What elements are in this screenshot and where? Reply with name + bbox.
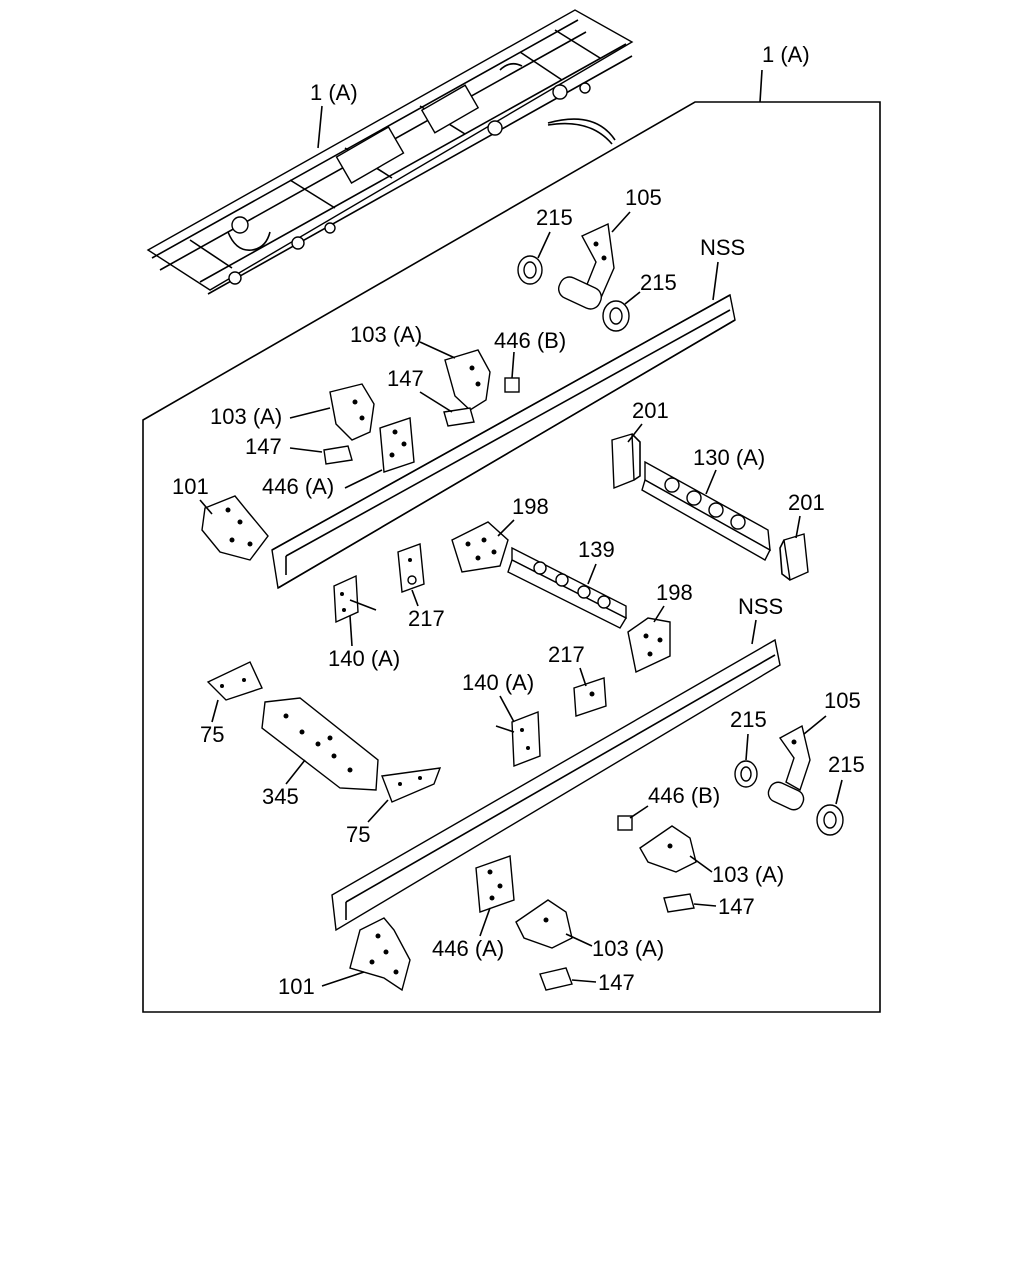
label-198-lower: 198 <box>656 580 693 605</box>
label-105-upper: 105 <box>625 185 662 210</box>
label-446a-upper: 446 (A) <box>262 474 334 499</box>
label-nss-upper: NSS <box>700 235 745 260</box>
bracket-103a-upper-2 <box>329 383 375 441</box>
label-215-upper-right: 215 <box>640 270 677 295</box>
washer-446b-lower <box>617 815 633 831</box>
label-75-lower: 75 <box>346 822 370 847</box>
label-147-lower-2: 147 <box>598 970 635 995</box>
bracket-217-lower <box>573 677 607 717</box>
label-215-lower-right: 215 <box>828 752 865 777</box>
spring-shackle-upper <box>517 222 630 332</box>
label-nss-lower: NSS <box>738 594 783 619</box>
bracket-140a-lower <box>495 710 541 768</box>
spring-shackle-lower <box>734 724 844 836</box>
label-105-lower: 105 <box>824 688 861 713</box>
plate-446a-lower <box>475 855 515 913</box>
crossmember-139 <box>507 546 627 629</box>
label-139: 139 <box>578 537 615 562</box>
label-446b-upper: 446 (B) <box>494 328 566 353</box>
bracket-201-lower <box>779 533 809 582</box>
crossmember-130a <box>641 460 771 561</box>
bracket-75-lower <box>381 767 442 803</box>
bracket-101-upper <box>201 495 269 561</box>
bracket-103a-lower-2 <box>515 899 573 949</box>
label-75-upper: 75 <box>200 722 224 747</box>
label-215-upper-left: 215 <box>536 205 573 230</box>
bracket-140a-upper <box>333 574 377 624</box>
label-147-lower-1: 147 <box>718 894 755 919</box>
label-215-lower-left: 215 <box>730 707 767 732</box>
washer-446b-upper <box>504 377 520 393</box>
label-345: 345 <box>262 784 299 809</box>
bracket-103a-lower-1 <box>639 825 697 873</box>
label-201-lower: 201 <box>788 490 825 515</box>
exploded-view-border <box>142 101 881 1013</box>
label-103a-lower-2: 103 (A) <box>592 936 664 961</box>
side-rail-upper <box>271 293 736 590</box>
label-217-lower: 217 <box>548 642 585 667</box>
bracket-103a-upper-1 <box>444 349 491 411</box>
label-446b-lower: 446 (B) <box>648 783 720 808</box>
pad-147-lower-2 <box>539 967 573 991</box>
bracket-217-upper <box>397 543 425 593</box>
label-assembly-frame: 1 (A) <box>310 80 358 105</box>
bracket-101-lower <box>349 917 411 992</box>
plate-446a-upper <box>379 417 415 473</box>
plate-345 <box>261 697 379 791</box>
label-147-upper-1: 147 <box>387 366 424 391</box>
label-assembly-top: 1 (A) <box>762 42 810 67</box>
label-217-upper: 217 <box>408 606 445 631</box>
label-101-upper: 101 <box>172 474 209 499</box>
bracket-75-upper <box>206 661 263 701</box>
gusset-198-lower <box>627 617 671 674</box>
label-103a-upper-1: 103 (A) <box>350 322 422 347</box>
label-130a: 130 (A) <box>693 445 765 470</box>
label-101-lower: 101 <box>278 974 315 999</box>
label-103a-lower-1: 103 (A) <box>712 862 784 887</box>
label-103a-upper-2: 103 (A) <box>210 404 282 429</box>
label-140a-lower: 140 (A) <box>462 670 534 695</box>
gusset-198-upper <box>451 521 509 573</box>
label-140a-upper: 140 (A) <box>328 646 400 671</box>
label-201-upper: 201 <box>632 398 669 423</box>
label-147-upper-2: 147 <box>245 434 282 459</box>
side-rail-lower <box>331 638 781 932</box>
pad-147-upper-2 <box>323 445 353 465</box>
pad-147-lower-1 <box>663 893 695 913</box>
bracket-201-upper <box>611 433 641 490</box>
chassis-frame-overview <box>146 9 634 295</box>
label-446a-lower: 446 (A) <box>432 936 504 961</box>
label-198-upper: 198 <box>512 494 549 519</box>
